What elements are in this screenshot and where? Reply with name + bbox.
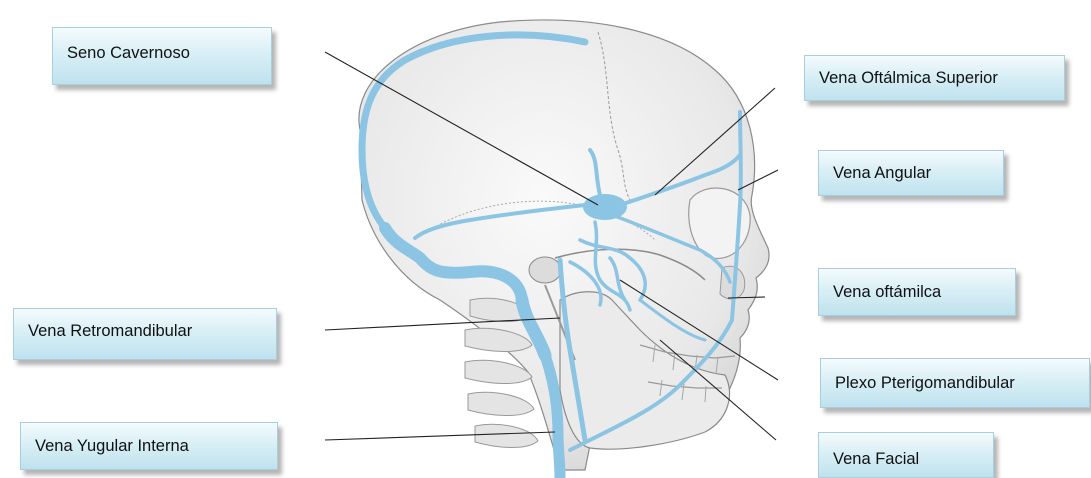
label-plexo-pterigomandibular: Plexo Pterigomandibular — [820, 358, 1090, 408]
ear-canal — [529, 257, 561, 283]
label-vena-facial: Vena Facial — [818, 432, 994, 478]
label-vena-retromandibular: Vena Retromandibular — [13, 308, 277, 360]
label-seno-cavernoso: Seno Cavernoso — [52, 27, 272, 85]
label-vena-yugular-interna: Vena Yugular Interna — [20, 422, 278, 470]
label-vena-oftalmica-superior: Vena Oftálmica Superior — [804, 55, 1065, 101]
label-vena-angular: Vena Angular — [818, 150, 1004, 196]
label-vena-oftamilca: Vena oftámilca — [818, 268, 1016, 316]
cavernous-sinus — [583, 194, 627, 220]
skull — [359, 20, 769, 470]
